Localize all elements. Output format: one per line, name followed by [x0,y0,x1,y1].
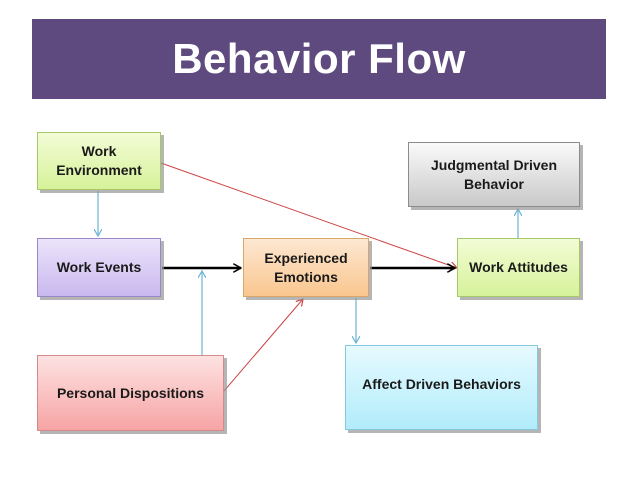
work-attitudes-label: Work Attitudes [469,259,568,275]
personal-dispositions-label: Personal Dispositions [56,384,205,401]
arrow-environment-to-attitudes [160,162,457,268]
experienced-emotions-label: Experienced Emotions [264,249,348,285]
affect-driven-behaviors-label: Affect Driven Behaviors [362,376,521,392]
diagram-title: Behavior Flow [172,35,466,82]
node-judgmental-driven-behavior: Judgmental Driven Behavior [408,142,580,207]
judgmental-driven-behavior-label: Judgmental Driven Behavior [430,156,558,192]
node-work-attitudes: Work Attitudes [457,238,580,297]
node-work-environment: Work Environment [37,132,161,190]
work-environment-label: Work Environment [56,143,142,178]
work-events-label: Work Events [56,259,142,275]
node-work-events: Work Events [37,238,161,297]
node-personal-dispositions: Personal Dispositions [37,355,224,431]
arrow-dispositions-to-emotions [223,299,303,392]
node-affect-driven-behaviors: Affect Driven Behaviors [345,345,538,430]
node-experienced-emotions: Experienced Emotions [243,238,369,297]
title-banner: Behavior Flow [32,19,606,99]
